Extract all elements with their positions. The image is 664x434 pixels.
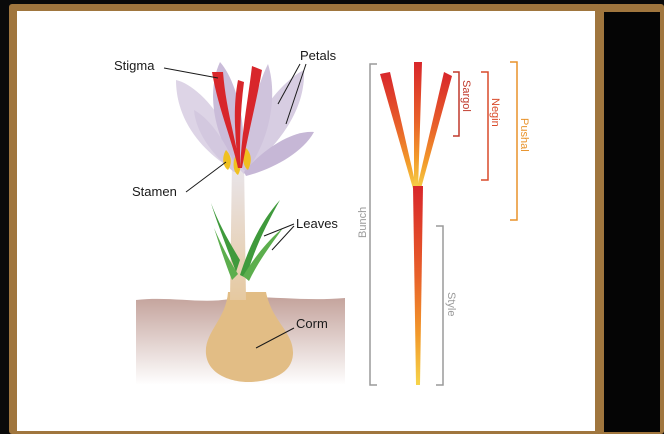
- label-leaves: Leaves: [296, 216, 338, 231]
- bracket-pushal: [510, 62, 517, 220]
- leaves: [211, 200, 283, 281]
- label-stamen: Stamen: [132, 184, 177, 199]
- bracket-style: [436, 226, 443, 385]
- bracket-bunch: [370, 64, 377, 385]
- bracket-sargol: [453, 72, 459, 136]
- label-bunch: Bunch: [357, 207, 369, 238]
- label-petals: Petals: [300, 48, 337, 63]
- bracket-negin: [481, 72, 488, 180]
- saffron-thread: [380, 62, 452, 385]
- label-negin: Negin: [489, 98, 501, 127]
- label-pushal: Pushal: [518, 118, 530, 152]
- label-stigma: Stigma: [114, 58, 155, 73]
- saffron-diagram: Stigma Petals Stamen Leaves Corm Sargol …: [0, 0, 664, 423]
- label-corm: Corm: [296, 316, 328, 331]
- label-style: Style: [445, 292, 457, 316]
- label-sargol: Sargol: [460, 80, 472, 112]
